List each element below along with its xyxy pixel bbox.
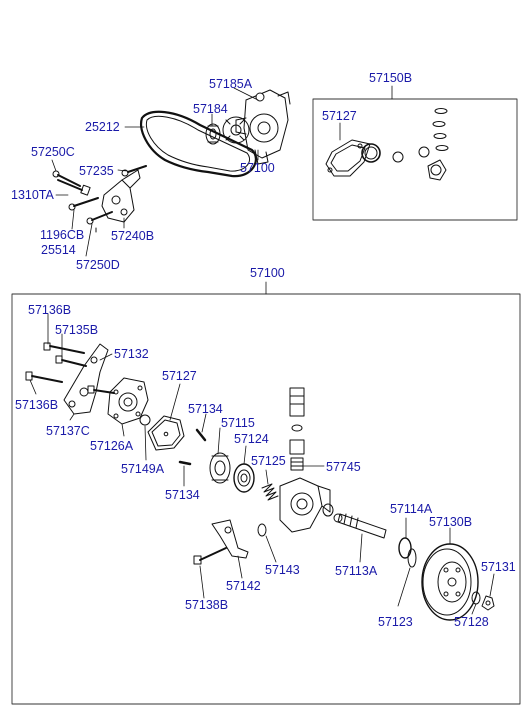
label-1310TA: 1310TA (11, 188, 54, 202)
bolts-lower-top (68, 197, 113, 233)
label-57124: 57124 (234, 432, 269, 446)
kit-orings (432, 108, 449, 151)
main-box (11, 293, 521, 705)
bolt-1310TA (57, 179, 91, 196)
label-57135B: 57135B (55, 323, 99, 337)
pump-body-top (235, 89, 291, 165)
label-57100-main: 57100 (250, 266, 285, 280)
label-57138B: 57138B (185, 598, 229, 612)
label-1196CB: 1196CB (40, 228, 85, 242)
label-57114A: 57114A (390, 502, 433, 516)
label-57126A: 57126A (90, 439, 134, 453)
label-57137C: 57137C (46, 424, 90, 438)
kit-gasket (325, 122, 371, 177)
label-25212: 25212 (85, 120, 120, 134)
label-57185A: 57185A (209, 77, 253, 91)
flange-57126A (107, 377, 149, 425)
nut-57131 (481, 595, 495, 611)
label-57136B-top: 57136B (28, 303, 72, 317)
label-57113A: 57113A (335, 564, 378, 578)
kit-seals (361, 143, 447, 181)
gasket-57127 (147, 415, 185, 451)
label-57115: 57115 (221, 416, 255, 430)
pulley-57130B (421, 543, 479, 621)
shaft-57113A (333, 513, 387, 539)
bracket-57240B (101, 169, 141, 223)
bolts-57135B-57136B (25, 342, 115, 394)
seal-57114A (398, 537, 412, 559)
spring-57125 (261, 483, 279, 501)
label-57250C: 57250C (31, 145, 75, 159)
label-57240B: 57240B (111, 229, 155, 243)
label-57136B-left: 57136B (15, 398, 59, 412)
label-57125: 57125 (251, 454, 286, 468)
label-57149A: 57149A (121, 462, 165, 476)
label-57235: 57235 (79, 164, 114, 178)
label-57127-kit: 57127 (322, 109, 357, 123)
label-57134-bottom: 57134 (165, 488, 200, 502)
label-57127-main: 57127 (162, 369, 197, 383)
pins-57134 (178, 428, 207, 466)
seal-57149A (139, 414, 151, 426)
valve-57745 (289, 387, 305, 471)
kit-box (312, 98, 518, 221)
oring-57123 (407, 548, 417, 568)
label-57250D: 57250D (76, 258, 120, 272)
main-leaders (29, 313, 495, 615)
label-25514: 25514 (41, 243, 76, 257)
label-57131: 57131 (481, 560, 516, 574)
rotor-57115 (209, 452, 231, 484)
label-57150B: 57150B (369, 71, 413, 85)
pump-housing (279, 477, 334, 533)
label-57142: 57142 (226, 579, 261, 593)
label-57184: 57184 (193, 102, 228, 116)
bracket-57142 (211, 519, 249, 559)
oring-57143 (257, 523, 267, 537)
label-57123: 57123 (378, 615, 413, 629)
pump-pulley-top (222, 116, 250, 144)
bolt-57235 (121, 165, 147, 177)
label-57745: 57745 (326, 460, 361, 474)
label-57128: 57128 (454, 615, 489, 629)
bolt-57138B (193, 547, 227, 565)
top-leaders (51, 87, 259, 257)
label-57100-top: 57100 (240, 161, 275, 175)
label-57134-top: 57134 (188, 402, 223, 416)
drive-belt (140, 110, 257, 178)
label-57143: 57143 (265, 563, 300, 577)
cam-ring-57124 (233, 463, 255, 493)
bracket-57132 (63, 343, 109, 415)
hub-ring (205, 123, 221, 145)
label-57132: 57132 (114, 347, 149, 361)
label-57130B: 57130B (429, 515, 473, 529)
